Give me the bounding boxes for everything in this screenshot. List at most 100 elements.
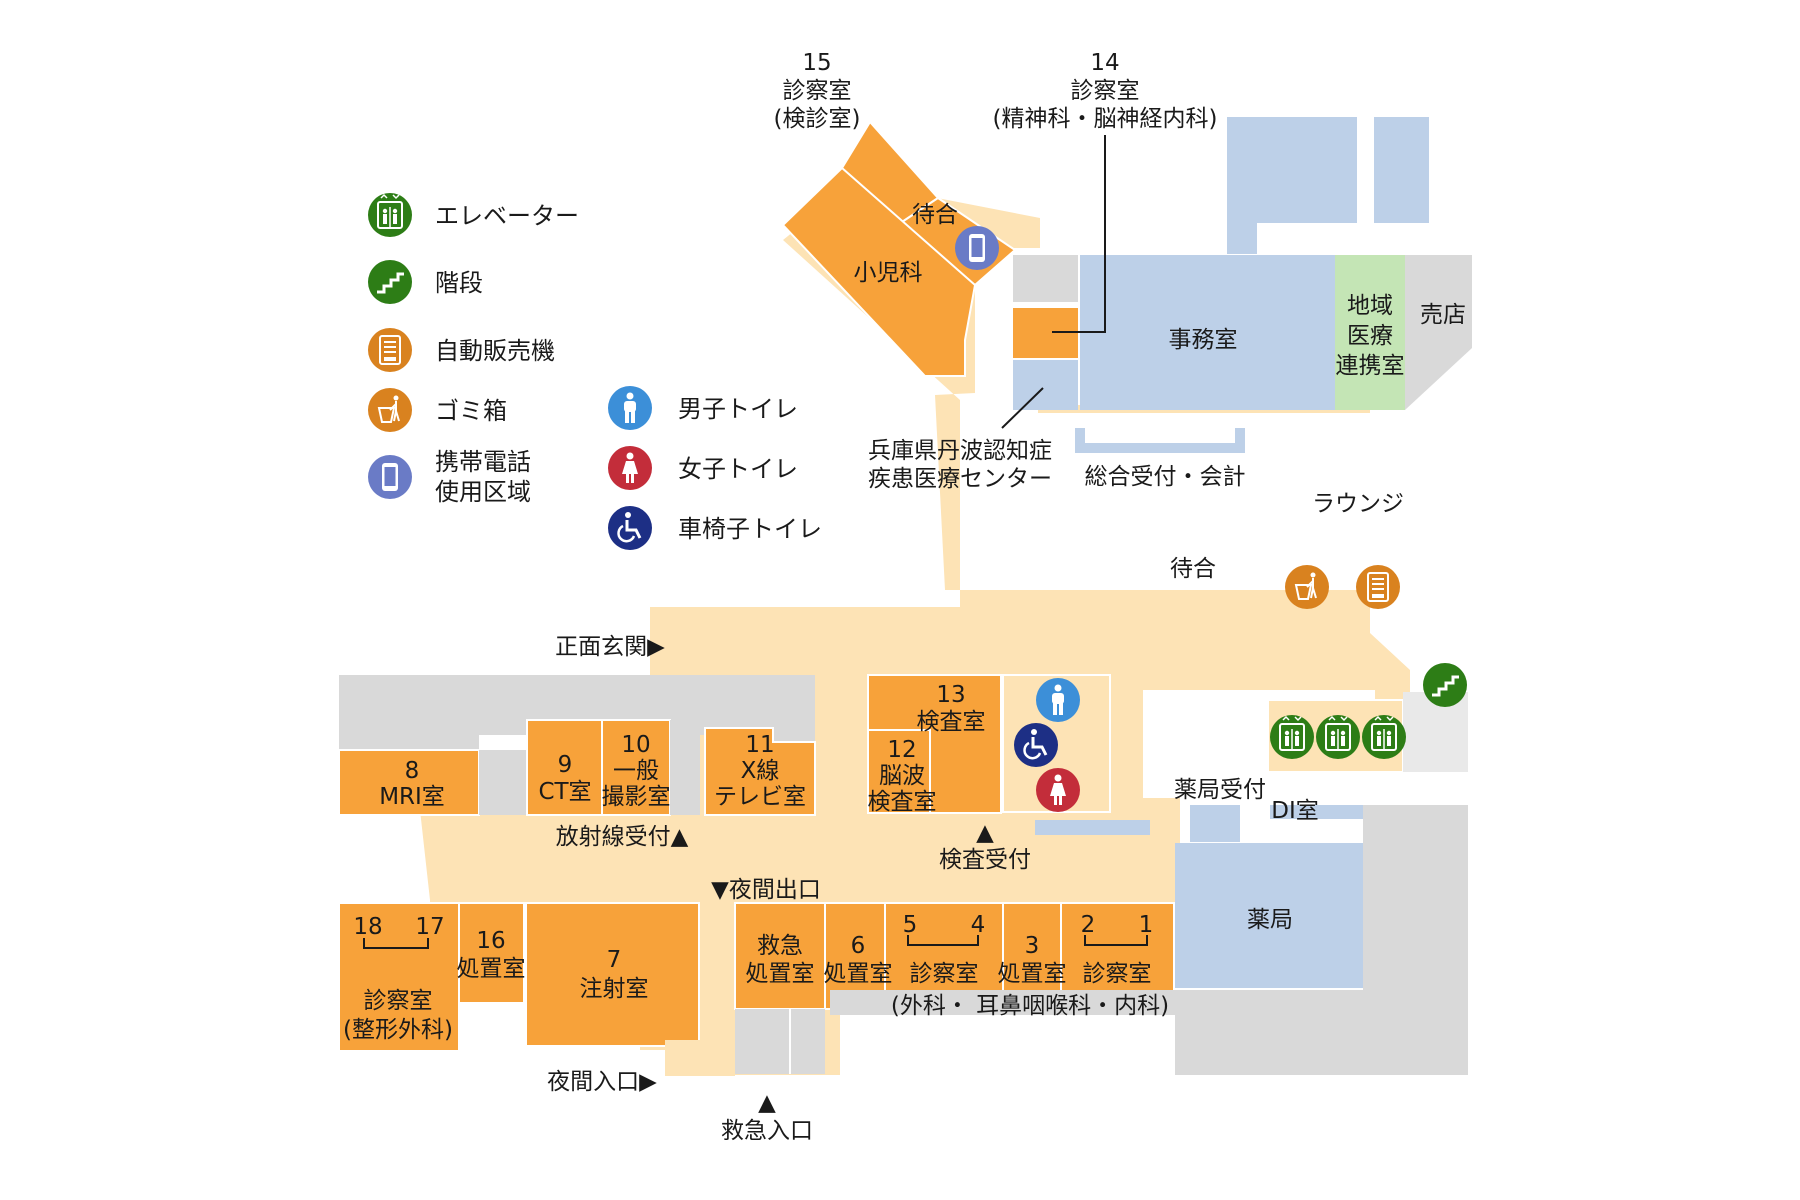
room-10-number: 10 bbox=[621, 732, 650, 758]
phone-area-icon bbox=[955, 226, 999, 270]
room-15-name: 診察室 bbox=[783, 78, 852, 104]
room-9-number: 9 bbox=[558, 752, 573, 778]
waiting-small-label: 待合 bbox=[912, 202, 958, 228]
room-12-number: 12 bbox=[887, 737, 916, 763]
dementia-center-label-1: 兵庫県丹波認知症 bbox=[868, 438, 1052, 464]
trash-icon bbox=[367, 387, 413, 433]
room-11-number: 11 bbox=[745, 732, 774, 758]
elevator-icon bbox=[1361, 714, 1407, 760]
department-note: (外科・ 耳鼻咽喉科・内科) bbox=[891, 993, 1169, 1019]
emergency-treatment-label-1: 救急 bbox=[757, 933, 803, 959]
female-toilet-icon bbox=[1036, 768, 1080, 812]
room-17-number: 17 bbox=[415, 914, 444, 940]
bracket-18-17 bbox=[363, 938, 429, 949]
room-12-name-1: 脳波 bbox=[879, 763, 925, 789]
exam-reception-label: 検査受付 bbox=[939, 847, 1031, 873]
ortho-label-2: (整形外科) bbox=[343, 1017, 453, 1043]
room-7-number: 7 bbox=[607, 947, 622, 973]
room-11-box bbox=[704, 727, 816, 816]
room-12-name-2: 検査室 bbox=[868, 789, 937, 815]
room-6-number: 6 bbox=[851, 933, 866, 959]
room-15-sub: (検診室) bbox=[774, 106, 861, 132]
room-14-leader bbox=[1052, 135, 1106, 333]
bracket-5-4 bbox=[907, 935, 979, 946]
night-exit-label: ▼夜間出口 bbox=[711, 877, 821, 903]
room-18-number: 18 bbox=[353, 914, 382, 940]
room-11-name-1: X線 bbox=[741, 758, 780, 784]
pharmacy-block bbox=[1035, 692, 1468, 1075]
emergency-entrance-label: 救急入口 bbox=[721, 1118, 813, 1144]
front-entrance-label: 正面玄関▶ bbox=[555, 634, 665, 660]
trash-icon bbox=[1284, 564, 1330, 610]
office-label: 事務室 bbox=[1169, 327, 1238, 353]
phone-area-icon bbox=[368, 455, 412, 499]
reception-label: 総合受付・会計 bbox=[1085, 464, 1246, 490]
lounge-label: ラウンジ bbox=[1312, 491, 1404, 517]
room-14-sub: (精神科・脳神経内科) bbox=[993, 106, 1218, 132]
shop-label: 売店 bbox=[1420, 302, 1466, 328]
room-9-name: CT室 bbox=[538, 779, 591, 805]
male-toilet-icon bbox=[608, 386, 652, 430]
room-7-box bbox=[525, 902, 700, 1047]
pharmacy-label: 薬局 bbox=[1247, 907, 1293, 933]
community-label-2: 医療 bbox=[1347, 323, 1393, 349]
room-12-box bbox=[867, 729, 931, 814]
room-11-name-2: テレビ室 bbox=[714, 784, 806, 810]
room-1-number: 1 bbox=[1139, 912, 1154, 938]
room-5-4-name: 診察室 bbox=[910, 961, 979, 987]
room-4-number: 4 bbox=[971, 912, 986, 938]
emergency-entrance-arrow: ▲ bbox=[758, 1090, 776, 1116]
pharmacy-room bbox=[1175, 843, 1363, 988]
office-block bbox=[1013, 117, 1472, 453]
middle-row bbox=[338, 674, 1111, 816]
dementia-leader bbox=[1001, 387, 1044, 429]
female-toilet-icon bbox=[608, 446, 652, 490]
vending-machine-icon bbox=[1355, 564, 1401, 610]
exam-reception-arrow: ▲ bbox=[976, 820, 994, 846]
emergency-treatment-label-2: 処置室 bbox=[746, 961, 815, 987]
room-6-name: 処置室 bbox=[824, 961, 893, 987]
room-13-number: 13 bbox=[936, 682, 965, 708]
room-15-number: 15 bbox=[802, 50, 831, 76]
stairs-icon bbox=[366, 258, 414, 306]
room-labels: 15 診察室 (検診室) 1 4 診察室 (精神科・脳神経内科) 待合 小児科 事… bbox=[343, 50, 1466, 1144]
bracket-2-1 bbox=[1084, 935, 1148, 946]
dementia-center-label-2: 疾患医療センター bbox=[868, 466, 1052, 492]
elevator-icon bbox=[1315, 714, 1361, 760]
wheelchair-toilet-icon bbox=[606, 504, 654, 552]
legend-vending: 自動販売機 bbox=[435, 337, 555, 365]
room-10-name-2: 撮影室 bbox=[602, 784, 671, 810]
room-13-name: 検査室 bbox=[917, 709, 986, 735]
room-3-name: 処置室 bbox=[998, 961, 1067, 987]
room-2-number: 2 bbox=[1081, 912, 1096, 938]
pediatrics-room bbox=[781, 166, 977, 377]
elevator-icon bbox=[1269, 714, 1315, 760]
legend-trash: ゴミ箱 bbox=[435, 397, 507, 425]
male-toilet-icon bbox=[1036, 678, 1080, 722]
ortho-label-1: 診察室 bbox=[364, 988, 433, 1014]
wheelchair-toilet-icon bbox=[1012, 721, 1060, 769]
legend-male: 男子トイレ bbox=[678, 395, 798, 423]
bottom-row bbox=[338, 902, 1175, 1076]
radiology-reception-label: 放射線受付▲ bbox=[556, 824, 689, 850]
room-10-box bbox=[601, 719, 671, 816]
legend-female: 女子トイレ bbox=[678, 455, 798, 483]
room-2-1-name: 診察室 bbox=[1083, 961, 1152, 987]
pediatrics-label: 小児科 bbox=[854, 260, 923, 286]
room-7-name: 注射室 bbox=[580, 976, 649, 1002]
pharmacy-reception-label: 薬局受付 bbox=[1174, 777, 1266, 803]
room-16-number: 16 bbox=[476, 928, 505, 954]
legend-phone-1: 携帯電話 bbox=[435, 448, 531, 476]
room-5-number: 5 bbox=[903, 912, 918, 938]
stairs-icon bbox=[1421, 661, 1469, 709]
legend: エレベーター 階段 自動販売機 ゴミ箱 携帯電話 使用区域 男子トイレ 女子トイ… bbox=[366, 192, 822, 552]
room-8-name: MRI室 bbox=[379, 784, 445, 810]
legend-elevator: エレベーター bbox=[435, 202, 579, 230]
vending-machine-icon bbox=[367, 327, 413, 373]
shop-room bbox=[1405, 255, 1472, 410]
room-14-name: 診察室 bbox=[1071, 78, 1140, 104]
legend-phone-2: 使用区域 bbox=[435, 478, 531, 506]
room-16-name: 処置室 bbox=[457, 956, 526, 982]
legend-stairs: 階段 bbox=[435, 269, 483, 297]
